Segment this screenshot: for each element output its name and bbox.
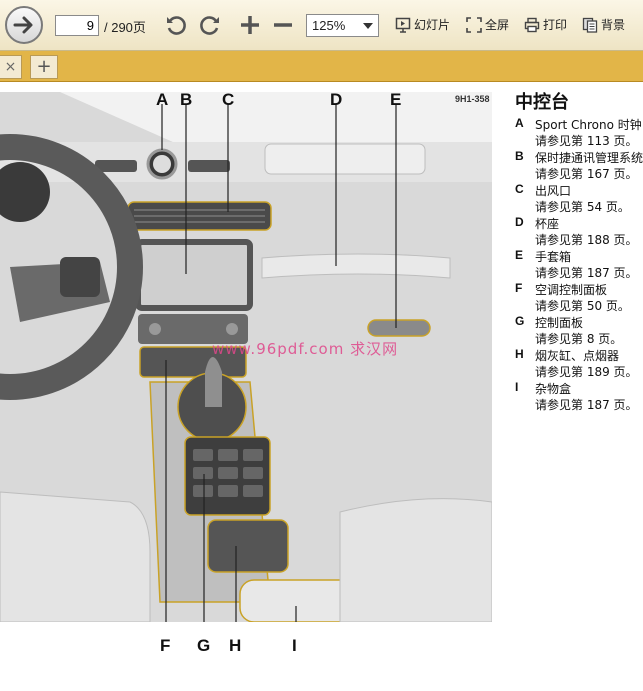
watermark: www.96pdf.com 求汉网 [212, 340, 399, 358]
rotate-right-icon [200, 16, 219, 35]
slideshow-button[interactable]: 幻灯片 [395, 16, 450, 33]
legend-key: E [515, 248, 524, 262]
rotate-left-button[interactable] [163, 12, 189, 38]
callout-label-f: F [160, 636, 171, 655]
legend-item: A Sport Chrono 时钟 请参见第 113 页。 [515, 116, 643, 149]
legend-item: B 保时捷通讯管理系统 请参见第 167 页。 [515, 149, 643, 182]
legend-ref: 请参见第 113 页。 [535, 134, 638, 148]
page-total: / 290页 [104, 20, 146, 35]
legend-name: 手套箱 [535, 250, 572, 264]
viewer-toolbar: / 290页 125% 幻灯片 全屏 打印 背景 [0, 0, 643, 51]
legend-key: F [515, 281, 523, 295]
center-console-figure: 9H1-358 A B C D E F G H I www.96pdf.com … [0, 82, 492, 655]
figure-code: 9H1-358 [455, 94, 490, 104]
legend-key: B [515, 149, 524, 163]
legend-title: 中控台 [515, 92, 569, 113]
new-tab-button[interactable]: + [30, 55, 58, 79]
background-icon [582, 17, 598, 33]
legend-ref: 请参见第 50 页。 [535, 299, 630, 313]
legend-item: H 烟灰缸、点烟器 请参见第 189 页。 [515, 347, 643, 380]
slideshow-label: 幻灯片 [414, 18, 451, 32]
legend-ref: 请参见第 187 页。 [535, 266, 638, 280]
legend-key: D [515, 215, 524, 229]
callout-label-g: G [197, 636, 211, 655]
callout-label-i: I [292, 636, 297, 655]
slideshow-icon [395, 17, 411, 33]
arrow-right-icon [13, 16, 33, 34]
page-number-input[interactable] [55, 15, 99, 36]
printer-icon [524, 17, 540, 32]
legend-item: F 空调控制面板 请参见第 50 页。 [515, 281, 643, 314]
plus-icon [241, 16, 259, 34]
legend-ref: 请参见第 167 页。 [535, 167, 638, 181]
legend-key: H [515, 347, 524, 361]
legend-name: 控制面板 [535, 316, 584, 330]
rotate-left-icon [167, 16, 186, 35]
callout-label-h: H [229, 636, 242, 655]
legend-item: G 控制面板 请参见第 8 页。 [515, 314, 643, 347]
legend-key: C [515, 182, 524, 196]
legend-name: 保时捷通讯管理系统 [535, 151, 643, 165]
background-label: 背景 [601, 18, 626, 32]
legend: 中控台 A Sport Chrono 时钟 请参见第 113 页。 B 保时捷通… [515, 88, 643, 413]
legend-ref: 请参见第 8 页。 [535, 332, 623, 346]
callout-label-c: C [222, 90, 235, 109]
background-button[interactable]: 背景 [582, 16, 625, 33]
zoom-out-button[interactable] [270, 12, 296, 38]
fullscreen-icon [466, 16, 482, 33]
legend-item: C 出风口 请参见第 54 页。 [515, 182, 643, 215]
legend-item: I 杂物盒 请参见第 187 页。 [515, 380, 643, 413]
callout-label-e: E [390, 90, 402, 109]
callout-label-b: B [180, 90, 193, 109]
legend-name: 杯座 [535, 217, 560, 231]
chevron-down-icon [363, 23, 373, 29]
minus-icon [274, 23, 292, 27]
zoom-value: 125% [312, 18, 346, 33]
zoom-select[interactable]: 125% [306, 14, 379, 37]
document-page: 9H1-358 A B C D E F G H I www.96pdf.com … [0, 82, 643, 691]
close-tab-button[interactable]: × [0, 55, 22, 79]
callout-label-a: A [156, 90, 169, 109]
legend-ref: 请参见第 189 页。 [535, 365, 638, 379]
legend-item: E 手套箱 请参见第 187 页。 [515, 248, 643, 281]
zoom-in-button[interactable] [237, 12, 263, 38]
legend-key: G [515, 314, 525, 328]
legend-item: D 杯座 请参见第 188 页。 [515, 215, 643, 248]
rotate-right-button[interactable] [197, 12, 223, 38]
legend-name: 出风口 [535, 184, 572, 198]
print-button[interactable]: 打印 [524, 16, 567, 33]
legend-ref: 请参见第 187 页。 [535, 398, 638, 412]
legend-name: 空调控制面板 [535, 283, 608, 297]
tab-bar: × + [0, 51, 643, 82]
legend-name: 杂物盒 [535, 382, 572, 396]
legend-key: I [515, 380, 519, 394]
legend-name: Sport Chrono 时钟 [535, 118, 642, 132]
center-console-illustration [0, 92, 492, 622]
legend-key: A [515, 116, 524, 130]
callout-label-d: D [330, 90, 343, 109]
fullscreen-button[interactable]: 全屏 [466, 16, 509, 33]
fullscreen-label: 全屏 [485, 18, 510, 32]
print-label: 打印 [543, 18, 568, 32]
legend-ref: 请参见第 188 页。 [535, 233, 638, 247]
back-button[interactable] [5, 6, 43, 44]
legend-name: 烟灰缸、点烟器 [535, 349, 620, 363]
legend-ref: 请参见第 54 页。 [535, 200, 630, 214]
